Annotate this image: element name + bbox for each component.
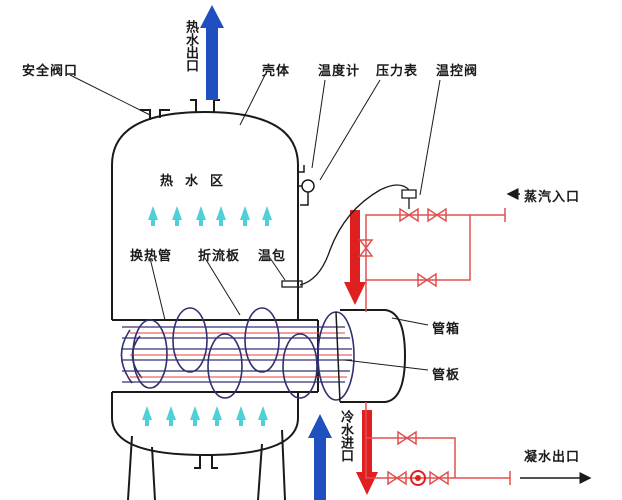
- leader-lines: [69, 74, 441, 371]
- safety-valve-nozzle: [140, 109, 170, 120]
- cold-water-inlet-label: 冷水进口: [338, 410, 353, 462]
- tank-shell: [111, 110, 299, 320]
- cold-water-in-arrow: [308, 414, 332, 500]
- drain-nozzle: [194, 455, 218, 469]
- steam-inlet-label: 蒸汽入口: [524, 190, 581, 205]
- temp-control-actuator: [401, 189, 417, 209]
- tube-box-label: 管箱: [432, 322, 461, 337]
- tank-bottom: [111, 392, 299, 457]
- capillary-line: [299, 184, 410, 286]
- tube-sheet-label: 管板: [432, 368, 461, 383]
- thermometer-label: 温度计: [318, 64, 361, 79]
- water-flow-arrows-top: [148, 206, 272, 226]
- tube-sheet: [335, 311, 341, 403]
- steam-valves: [358, 207, 447, 288]
- tank-leg-left: [127, 435, 156, 500]
- steam-flow-arrow: [344, 210, 366, 305]
- baffle-label: 折流板: [198, 249, 241, 264]
- hot-water-zone-label: 热水区: [160, 174, 236, 189]
- steam-piping: [365, 208, 506, 312]
- baffle-plates: [132, 307, 355, 401]
- safety-valve-label: 安全阀口: [22, 64, 79, 79]
- steam-trap-icon: [410, 470, 426, 486]
- pressure-gauge-icon: [298, 179, 315, 206]
- condensate-piping: [365, 402, 511, 485]
- hot-water-out-arrow: [200, 5, 224, 100]
- temp-control-valve-label: 温控阀: [436, 64, 479, 79]
- hot-water-outlet-label: 热水出口: [183, 20, 198, 72]
- condensate-valves: [387, 430, 449, 486]
- temp-bulb-label: 温包: [258, 249, 287, 264]
- thermometer-icon: [298, 165, 305, 173]
- condensate-outlet-label: 凝水出口: [524, 450, 581, 465]
- tank-leg-right: [257, 429, 286, 500]
- temp-bulb: [281, 280, 303, 288]
- condensate-arrow: [356, 410, 378, 495]
- water-flow-arrows-bottom: [142, 406, 268, 426]
- shell-label: 壳体: [262, 64, 291, 79]
- pressure-gauge-label: 压力表: [376, 64, 419, 79]
- heat-exchange-tube-label: 换热管: [130, 249, 173, 264]
- tube-box: [340, 309, 407, 403]
- exchanger-shell: [112, 319, 319, 393]
